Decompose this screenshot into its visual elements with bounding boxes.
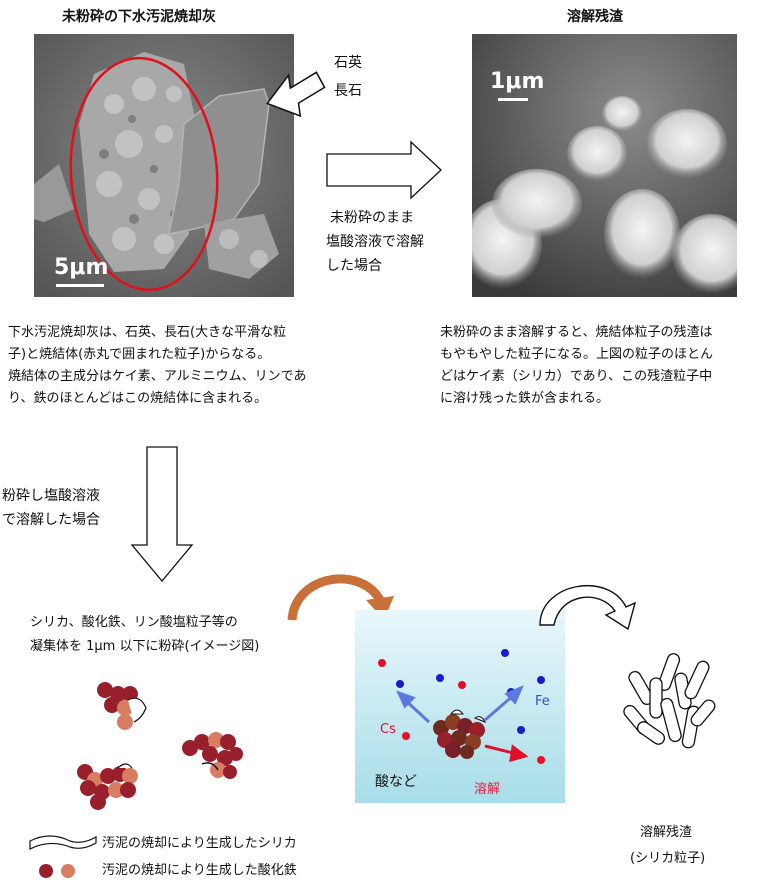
left-description-line: 子)と焼結体(赤丸で囲まれた粒子)からなる。 — [8, 344, 306, 366]
right-description-line: もやもやした粒子になる。上図の粒子のほとん — [440, 344, 713, 366]
left-description-line: り、鉄のほとんどはこの焼結体に含まれる。 — [8, 388, 306, 410]
aggregate-illustration — [70, 680, 330, 830]
callout-arrow — [262, 70, 342, 140]
residue-caption-line-2: (シリカ粒子) — [630, 848, 705, 870]
aggregate-caption-line-2: 凝集体を 1μm 以下に粉砕(イメージ図) — [30, 636, 259, 658]
left-description: 下水汚泥焼却灰は、石英、長石(大きな平滑な粒 子)と焼結体(赤丸で囲まれた粒子)… — [8, 322, 306, 410]
legend-silica-symbol — [30, 836, 96, 849]
down-caption-line-1: 粉砕し塩酸溶液 — [2, 485, 100, 507]
acid-label: 酸など — [375, 771, 417, 791]
legend-iron-oxide-label: 汚泥の焼却により生成した酸化鉄 — [102, 860, 297, 882]
scale-bar-5um: 5μm — [54, 256, 108, 287]
scale-label: 1μm — [490, 70, 544, 94]
right-description-line: 未粉砕のまま溶解すると、焼結体粒子の残渣は — [440, 322, 713, 344]
dissolve-label: 溶解 — [474, 778, 500, 797]
middle-caption-line-1: 未粉砕のまま — [330, 206, 414, 230]
down-arrow — [130, 445, 200, 585]
aggregate-cluster-3 — [77, 764, 138, 810]
scale-bar-1um: 1μm — [490, 70, 544, 101]
legend-symbols — [28, 833, 98, 883]
aggregate-cluster-2 — [182, 732, 243, 779]
legend-silica-label: 汚泥の焼却により生成したシリカ — [102, 833, 297, 855]
silica-residue-illustration — [625, 648, 725, 758]
right-description-line: に溶け残った鉄が含まれる。 — [440, 388, 713, 410]
right-image-title: 溶解残渣 — [567, 6, 623, 26]
left-description-line: 焼結体の主成分はケイ素、アルミニウム、リンであ — [8, 366, 306, 388]
right-arrow — [325, 140, 445, 200]
legend-iron-oxide-symbol — [39, 864, 53, 878]
callout-label-feldspar: 長石 — [334, 80, 362, 102]
left-description-line: 下水汚泥焼却灰は、石英、長石(大きな平滑な粒 — [8, 322, 306, 344]
sem-image-unground-ash: 5μm — [34, 34, 294, 297]
cs-label: Cs — [380, 722, 396, 737]
aggregate-caption-line-1: シリカ、酸化鉄、リン酸塩粒子等の — [30, 612, 238, 634]
middle-caption-line-2: 塩酸溶液で溶解 — [326, 230, 424, 254]
fe-label: Fe — [535, 694, 550, 709]
down-caption-line-2: で溶解した場合 — [2, 509, 100, 531]
white-curved-arrow — [530, 573, 650, 643]
right-description-line: どはケイ素（シリカ）であり、この残渣粒子中 — [440, 366, 713, 388]
right-description: 未粉砕のまま溶解すると、焼結体粒子の残渣は もやもやした粒子になる。上図の粒子の… — [440, 322, 713, 410]
scale-label: 5μm — [54, 256, 108, 280]
callout-label-quartz: 石英 — [334, 52, 362, 74]
aggregate-cluster-1 — [97, 682, 146, 730]
residue-caption-line-1: 溶解残渣 — [640, 822, 692, 844]
left-image-title: 未粉砕の下水汚泥焼却灰 — [62, 6, 216, 26]
sem-image-dissolution-residue: 1μm — [472, 34, 737, 297]
middle-caption-line-3: した場合 — [326, 254, 382, 278]
central-aggregate — [433, 710, 485, 759]
